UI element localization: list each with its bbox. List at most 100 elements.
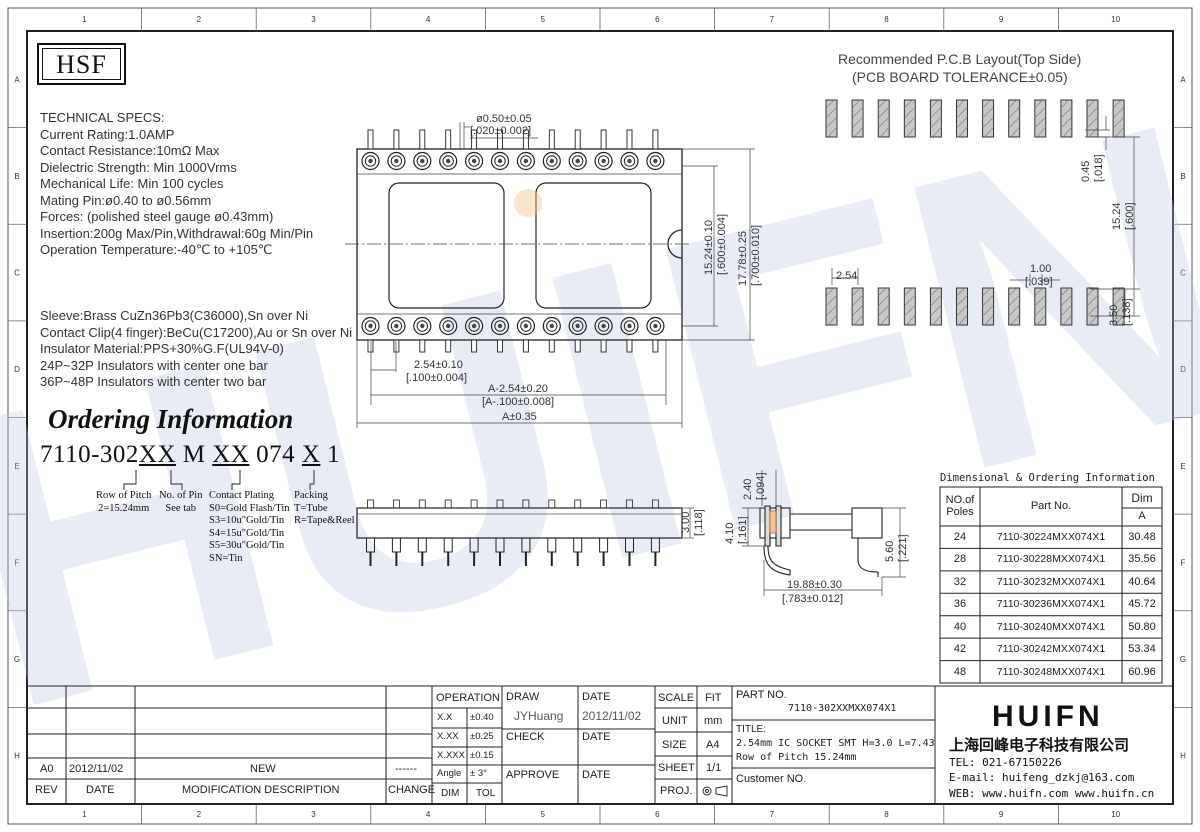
company-email: E-mail: huifeng_dzkj@163.com xyxy=(949,771,1135,784)
tb-tol: TOL xyxy=(476,788,496,799)
cell-poles: 24 xyxy=(953,531,967,543)
legend-text: S4=15u"Gold/Tin xyxy=(209,527,285,539)
pin-contact-inner xyxy=(546,155,558,167)
pin-contact xyxy=(516,316,536,336)
legend-num-pin: No. of Pin See tab xyxy=(159,490,202,515)
pin-lead xyxy=(419,339,426,353)
dim-row-h2-in: [.700±0.010] xyxy=(750,225,762,286)
pcb-pad xyxy=(1060,99,1073,138)
pin-contact-inner xyxy=(390,155,403,167)
pin-contact xyxy=(594,151,613,171)
pcb-pad xyxy=(903,287,916,326)
legend-text: SN=Tin xyxy=(209,552,243,564)
dim-row-h1: 15.24±0.10 xyxy=(703,220,715,275)
grid-col-label: 2 xyxy=(197,810,202,819)
pin-hole xyxy=(368,323,373,329)
pcb-row-sp-in: [.600] xyxy=(1124,202,1136,230)
legend-text: Contact Plating xyxy=(209,490,275,501)
pcb-pad-hatch xyxy=(1060,99,1073,138)
pcb-pad xyxy=(1086,287,1099,326)
pcb-pad-hatch xyxy=(825,99,838,138)
side-pin-top xyxy=(444,499,452,509)
proj-symbol-icon xyxy=(702,785,728,797)
pin-contact xyxy=(542,151,561,171)
pin-lead xyxy=(574,339,581,353)
title-block-grid xyxy=(26,685,1174,805)
tol-name: X.X xyxy=(437,712,453,723)
ordering-title: Ordering Information xyxy=(48,404,294,434)
pin-hole xyxy=(368,158,373,164)
tb-drawer: JYHuang xyxy=(514,709,564,723)
tb-title-l2: Row of Pitch 15.24mm xyxy=(736,752,857,763)
cell-poles: 42 xyxy=(953,643,967,656)
grid-col-label: 4 xyxy=(426,810,431,819)
grid-col-label: 8 xyxy=(884,810,889,819)
pin-hole xyxy=(497,158,503,164)
cell-dim-a: 35.56 xyxy=(1128,553,1156,566)
pin-contact-inner xyxy=(494,155,506,167)
pcb-pad-len: 3.50 xyxy=(1108,305,1120,326)
pcb-pad-len-in: [.138] xyxy=(1121,298,1133,326)
specs-heading: TECHNICAL SPECS: xyxy=(40,110,165,125)
pcb-pad-hatch xyxy=(877,287,890,326)
pin-contact-inner xyxy=(649,155,662,167)
pin-lead xyxy=(445,339,452,353)
pin-contact xyxy=(620,316,639,336)
pin-contact xyxy=(413,316,432,336)
tol-value: ±0.15 xyxy=(470,750,494,761)
cell-dim-a: 60.96 xyxy=(1128,665,1156,678)
tb-title-label: TITLE: xyxy=(736,724,767,735)
materials-lines: Sleeve:Brass CuZn36Pb3(C36000),Sn over N… xyxy=(40,308,352,391)
grid-row-label: H xyxy=(14,752,20,761)
tb-change-label: CHANGE xyxy=(388,784,436,796)
tb-dim: DIM xyxy=(441,788,460,799)
pin-hole xyxy=(601,158,606,164)
pin-contact xyxy=(594,316,613,336)
pin-contact xyxy=(465,151,484,171)
legend-text: S0=Gold Flash/Tin xyxy=(209,502,290,514)
side-pin-top xyxy=(548,499,556,509)
pcb-row-sp: 15.24 xyxy=(1111,202,1123,230)
pin-hole xyxy=(523,158,529,164)
table-title: Dimensional & Ordering Information xyxy=(940,472,1155,484)
pin-hole xyxy=(497,323,503,329)
pin-hole xyxy=(420,158,425,164)
side-pin-top xyxy=(574,499,582,509)
cell-part: 7110-30240MXX074X1 xyxy=(996,620,1106,633)
pcb-pad-hatch xyxy=(825,287,838,326)
pin-contact-inner xyxy=(623,155,636,167)
tb-date3: DATE xyxy=(582,769,611,781)
pin-contact xyxy=(646,316,665,336)
tb-fit: FIT xyxy=(705,692,722,704)
pin-hole xyxy=(549,158,554,164)
pin-lead xyxy=(393,129,400,150)
cell-dim-a: 30.48 xyxy=(1128,531,1156,543)
pcb-pad-1: 1.00 xyxy=(1030,263,1051,275)
tb-unit: UNIT xyxy=(662,715,688,727)
grid-row-label: H xyxy=(1180,752,1186,761)
pin-contact-inner xyxy=(468,155,480,167)
pcb-pad xyxy=(982,287,995,326)
side-pin-top xyxy=(496,499,504,509)
pin-contact xyxy=(568,316,587,336)
ordering-code: 7110-302XX M XX 074 X 1 xyxy=(40,441,340,469)
tb-proj: PROJ. xyxy=(660,785,693,797)
dim-table-grid xyxy=(939,486,1163,684)
grid-row-label: A xyxy=(14,75,20,84)
code-074: 074 xyxy=(256,441,296,468)
tb-rev-change: ------ xyxy=(395,763,417,775)
pcb-pad-hatch xyxy=(982,99,994,138)
pin-lead xyxy=(522,339,529,353)
tb-operation: OPERATION xyxy=(436,692,500,704)
cell-dim-a: 45.72 xyxy=(1128,598,1156,611)
th-dim: Dim xyxy=(1131,491,1153,505)
pin-hole xyxy=(523,323,529,329)
pin-contact-inner xyxy=(520,320,532,332)
pin-lead xyxy=(393,339,400,353)
spec-line: Mechanical Life: Min 100 cycles xyxy=(40,176,224,191)
pcb-pad xyxy=(1112,287,1125,326)
